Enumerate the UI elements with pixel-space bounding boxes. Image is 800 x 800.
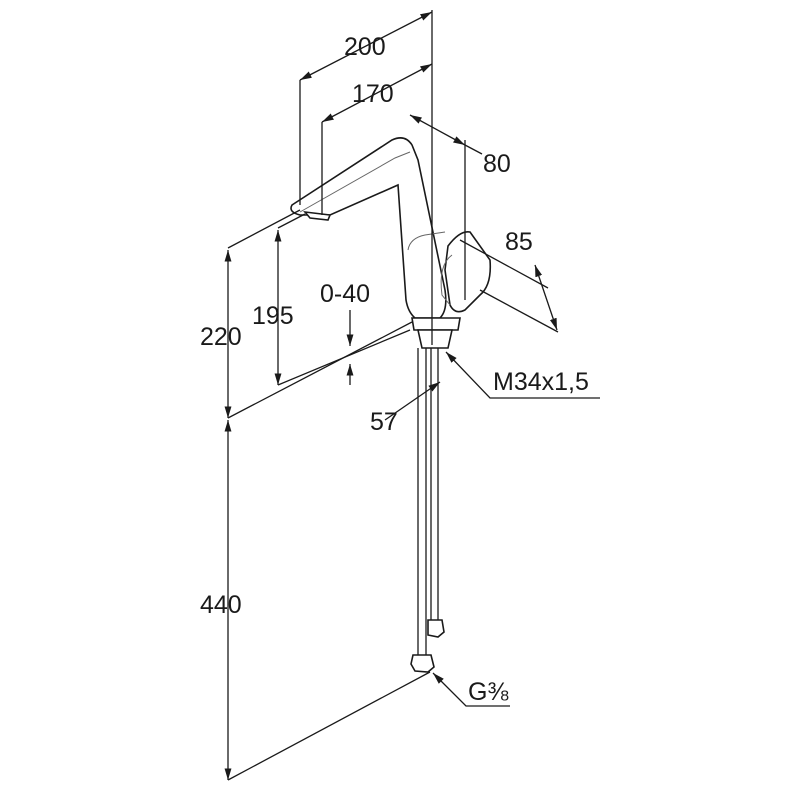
dimension-lines [224, 10, 600, 781]
hose-nut-lower [410, 654, 435, 673]
dim-0-40-label: 0-40 [320, 280, 370, 308]
connection-label: G⅜ [468, 678, 508, 706]
mounting-ring [411, 317, 461, 331]
dim-220-label: 220 [200, 323, 242, 351]
handle [444, 230, 492, 313]
dim-195-label: 195 [252, 302, 294, 330]
dim-170-label: 170 [352, 80, 394, 108]
faucet-body [290, 137, 492, 673]
dim-440-label: 440 [200, 591, 242, 619]
dim-200-label: 200 [344, 33, 386, 61]
thread-label: M34x1,5 [493, 368, 589, 396]
hose-nut-upper [427, 619, 445, 638]
dim-85-label: 85 [505, 228, 533, 256]
dim-57-label: 57 [370, 408, 398, 436]
dim-80-label: 80 [483, 150, 511, 178]
